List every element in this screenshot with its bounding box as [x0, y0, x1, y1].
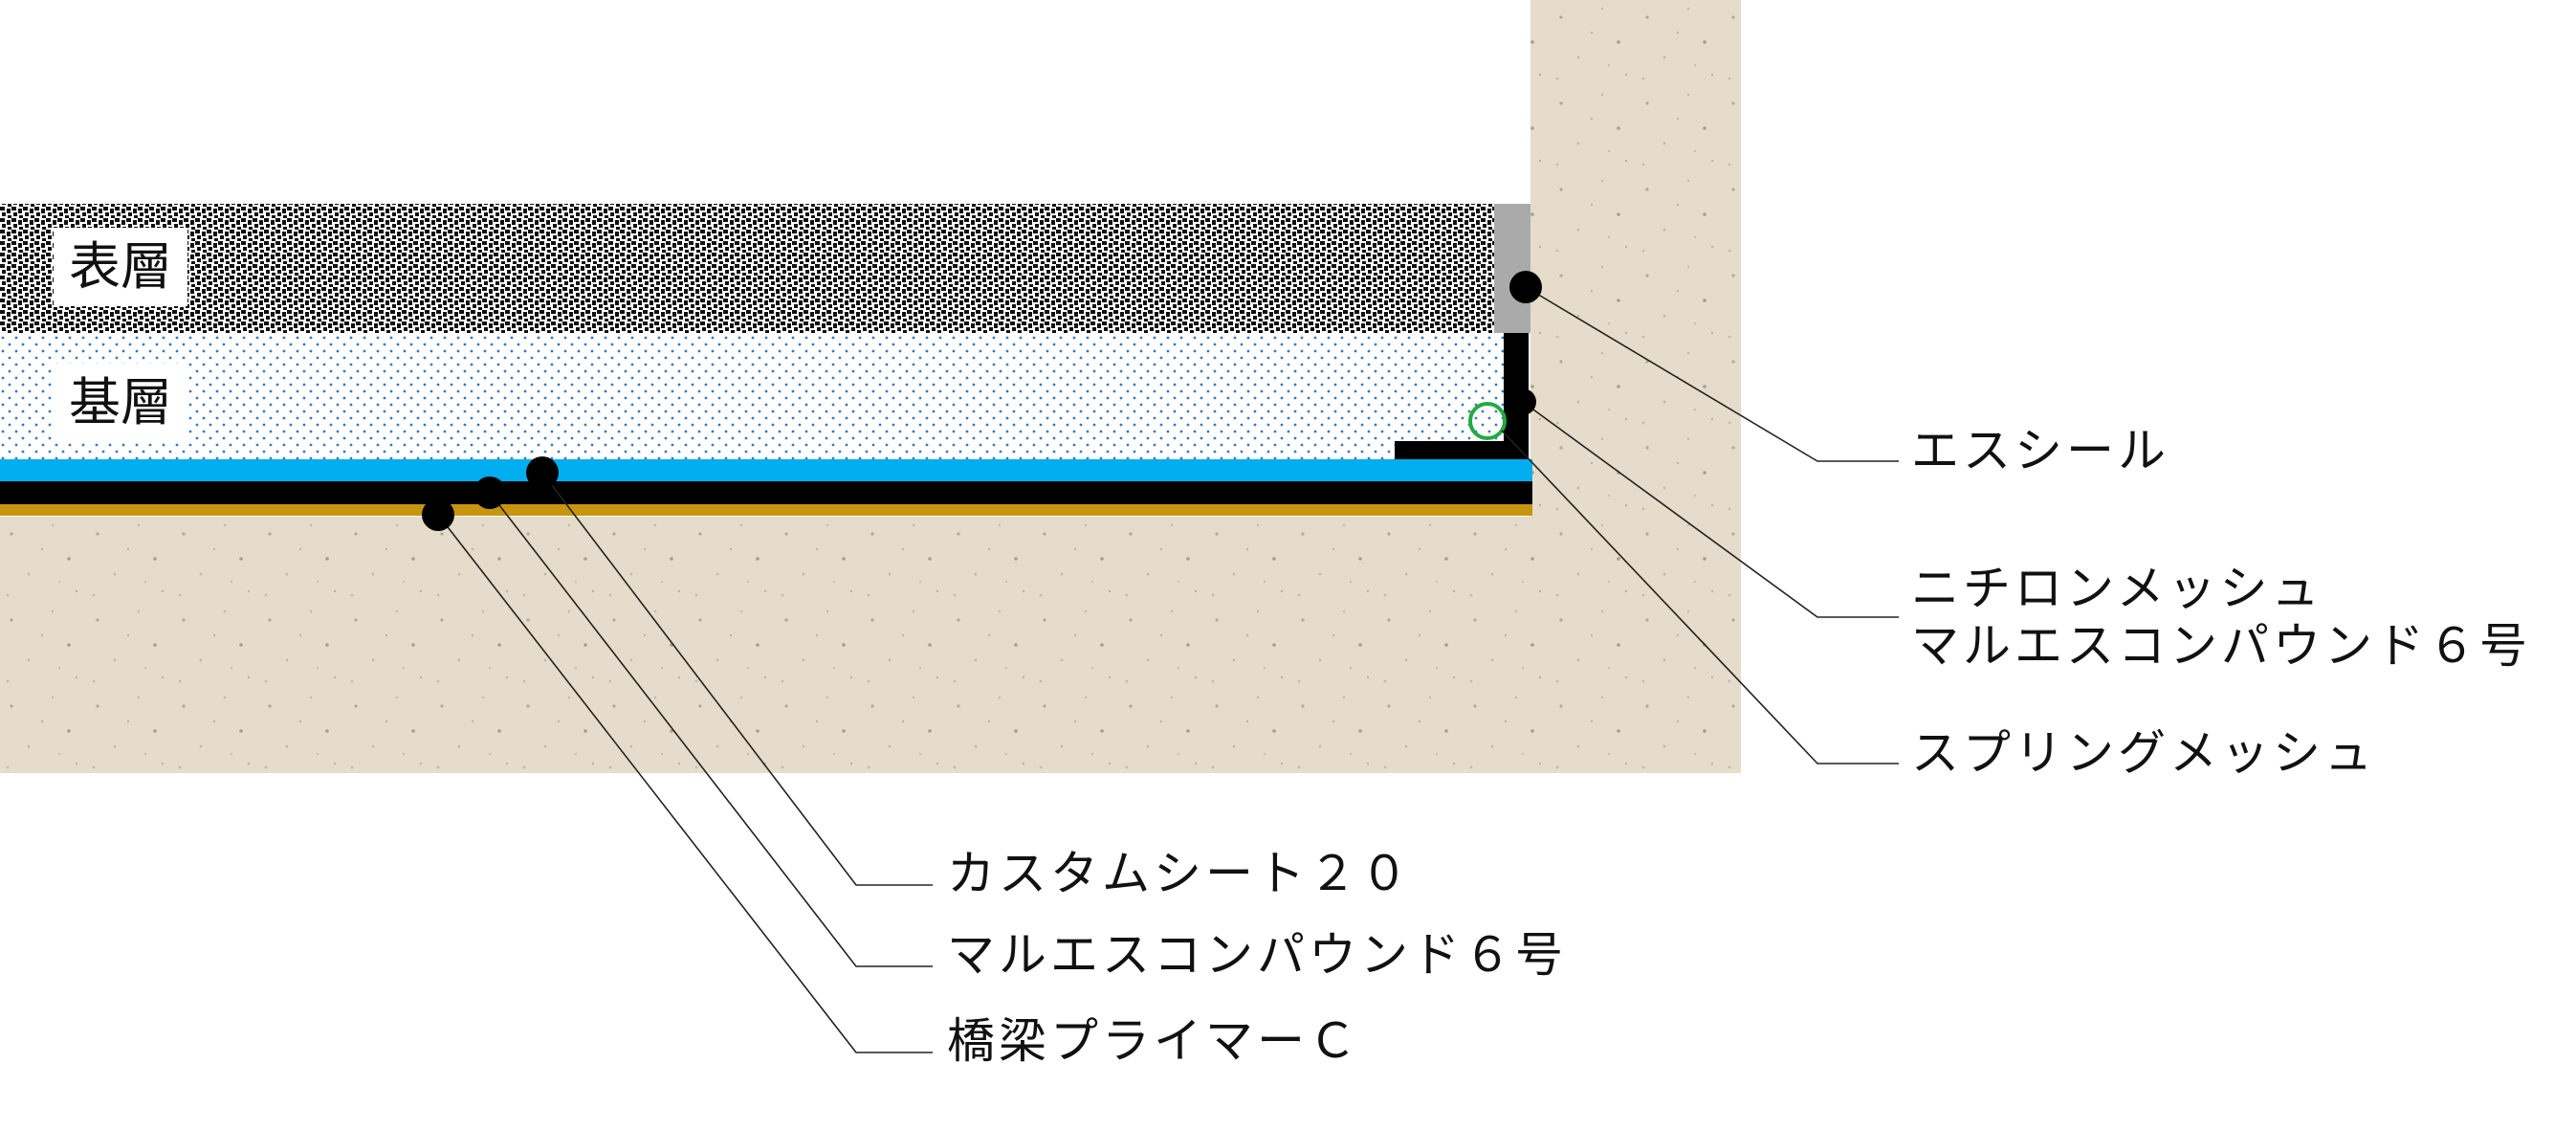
leader-lines	[437, 286, 1899, 1053]
leader-nichiron-mesh	[1522, 401, 1899, 618]
surface-layer	[0, 204, 1494, 333]
concrete-wall	[1530, 0, 1741, 773]
callout-nichiron-group: ニチロンメッシュ マルエスコンパウンド６号	[1911, 560, 2531, 675]
callout-spring-mesh: スプリングメッシュ	[1911, 729, 2376, 777]
callout-bridge-primer-text: 橋梁プライマーＣ	[947, 1013, 1360, 1069]
surface-layer-label: 表層	[54, 228, 187, 306]
compound-layer	[0, 480, 1532, 504]
callout-maruesu-right-text: マルエスコンパウンド６号	[1911, 618, 2531, 674]
callout-s-seal: エスシール	[1911, 427, 2169, 475]
dot-custom-sheet	[526, 456, 559, 489]
primer-layer	[0, 503, 1532, 516]
dot-maruesu-compound	[473, 476, 506, 509]
base-layer-label: 基層	[54, 364, 187, 442]
dot-bridge-primer	[422, 499, 454, 531]
callout-spring-mesh-text: スプリングメッシュ	[1911, 725, 2376, 781]
leader-custom-sheet	[541, 472, 933, 886]
sealant-strip	[1494, 204, 1530, 333]
base-layer	[0, 333, 1509, 459]
leader-bridge-primer	[437, 514, 933, 1053]
leader-s-seal	[1525, 286, 1899, 462]
callout-bridge-primer: 橋梁プライマーＣ	[947, 1017, 1360, 1065]
waterproof-sheet	[0, 459, 1532, 481]
callout-nichiron-mesh-text: ニチロンメッシュ	[1911, 561, 2323, 616]
dot-s-seal	[1509, 271, 1542, 303]
leader-maruesu-compound	[489, 492, 933, 967]
callout-custom-sheet-text: カスタムシート２０	[947, 846, 1412, 901]
callout-dots	[422, 271, 1542, 531]
callout-s-seal-text: エスシール	[1911, 423, 2169, 478]
callout-maruesu-bottom: マルエスコンパウンド６号	[947, 931, 1567, 979]
concrete-slab	[0, 517, 1741, 773]
leader-spring-mesh	[1501, 430, 1899, 764]
spring-mesh-ring	[1468, 402, 1507, 440]
callout-maruesu-bottom-text: マルエスコンパウンド６号	[947, 927, 1567, 983]
dot-nichiron-mesh	[1509, 388, 1536, 415]
callout-custom-sheet: カスタムシート２０	[947, 850, 1412, 897]
nichiron-mesh-horizontal	[1395, 441, 1529, 459]
